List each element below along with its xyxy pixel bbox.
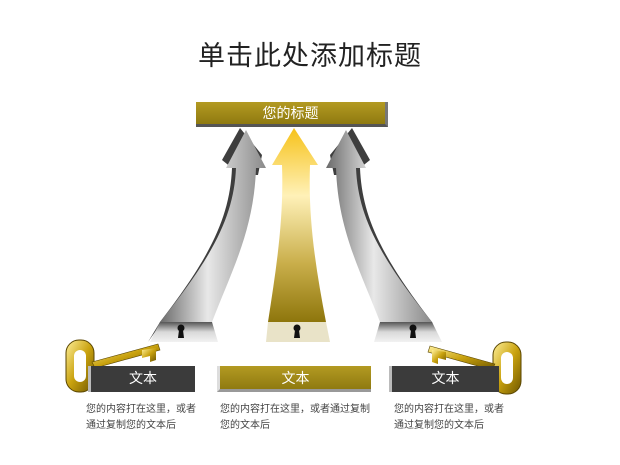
keyhole-icon bbox=[177, 324, 417, 338]
label-middle: 文本 bbox=[217, 366, 371, 392]
description-right: 您的内容打在这里，或者通过复制您的文本后 bbox=[394, 404, 504, 431]
label-right: 文本 bbox=[389, 366, 499, 392]
key-icon bbox=[427, 341, 522, 395]
label-left: 文本 bbox=[88, 366, 195, 392]
top-banner: 您的标题 bbox=[196, 102, 388, 127]
middle-arrow-icon bbox=[266, 128, 330, 342]
key-icon bbox=[65, 339, 161, 393]
right-arrow-icon bbox=[326, 128, 442, 342]
description-middle: 您的内容打在这里，或者通过复制您的文本后 bbox=[220, 404, 370, 431]
page-title: 单击此处添加标题 bbox=[198, 41, 422, 72]
left-arrow-icon bbox=[148, 128, 266, 342]
description-left: 您的内容打在这里，或者通过复制您的文本后 bbox=[86, 404, 196, 431]
